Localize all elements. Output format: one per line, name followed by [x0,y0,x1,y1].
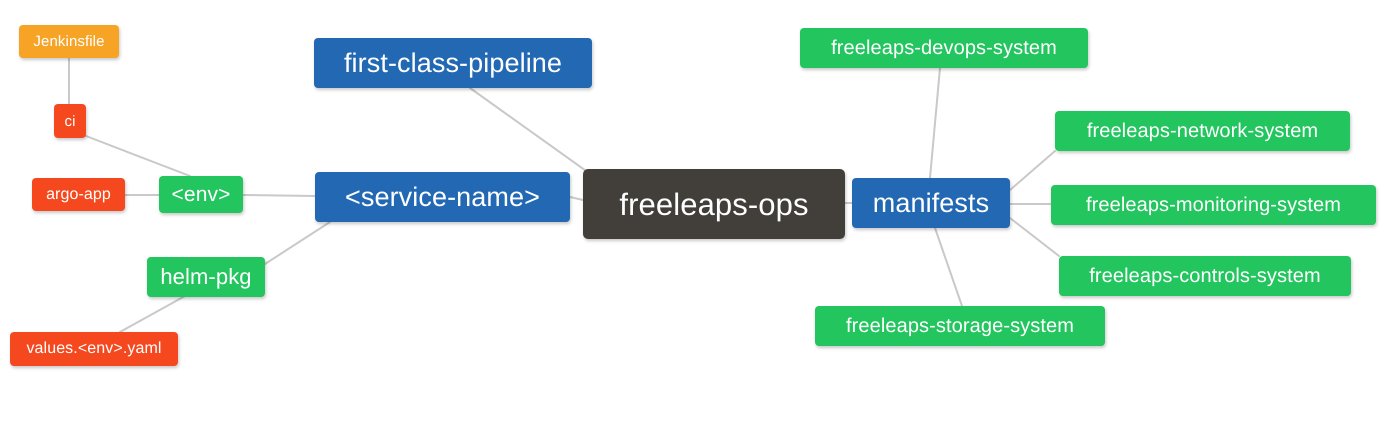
mindmap-node-manifests[interactable]: manifests [852,178,1010,228]
node-label: Jenkinsfile [33,33,105,50]
node-label: freeleaps-devops-system [831,37,1057,59]
edge-service-name-to-env [242,194,316,197]
node-label: <env> [171,183,231,206]
mindmap-node-freeleaps-devops-system[interactable]: freeleaps-devops-system [800,28,1088,68]
mindmap-node-freeleaps-ops[interactable]: freeleaps-ops [583,169,845,239]
edge-env-to-ci [85,135,191,177]
node-label: freeleaps-controls-system [1089,265,1321,287]
edge-service-name-to-helm-pkg [264,221,331,265]
mindmap-node-freeleaps-monitoring-system[interactable]: freeleaps-monitoring-system [1051,185,1376,225]
edge-freeleaps-ops-to-first-class-pipeline [469,87,597,179]
node-label: freeleaps-monitoring-system [1085,194,1341,216]
mindmap-node-ci[interactable]: ci [54,104,86,138]
mindmap-node-helm-pkg[interactable]: helm-pkg [147,257,265,297]
mindmap-node-argo-app[interactable]: argo-app [32,178,125,211]
mindmap-node-service-name[interactable]: <service-name> [315,172,570,222]
node-label: <service-name> [345,181,540,212]
mindmap-node-freeleaps-controls-system[interactable]: freeleaps-controls-system [1059,256,1351,296]
node-label: values.<env>.yaml [26,340,162,357]
mindmap-node-env[interactable]: <env> [159,176,243,213]
node-label: first-class-pipeline [343,47,563,78]
node-label: freeleaps-storage-system [845,315,1075,337]
node-label: ci [64,112,76,130]
node-label: manifests [872,187,990,218]
mindmap-node-first-class-pipeline[interactable]: first-class-pipeline [314,38,592,88]
mindmap-node-values-env-yaml[interactable]: values.<env>.yaml [10,332,178,366]
mindmap-node-freeleaps-storage-system[interactable]: freeleaps-storage-system [815,306,1105,346]
mindmap-node-freeleaps-network-system[interactable]: freeleaps-network-system [1055,111,1350,151]
edge-helm-pkg-to-values-env-yaml [119,295,186,333]
edge-manifests-to-freeleaps-network-system [1009,150,1056,191]
edge-manifests-to-freeleaps-storage-system [934,227,963,307]
edge-manifests-to-freeleaps-devops-system [929,67,941,179]
node-label: freeleaps-network-system [1086,120,1319,142]
node-label: freeleaps-ops [619,186,809,222]
node-label: helm-pkg [160,264,252,289]
node-label: argo-app [46,185,111,203]
mindmap-node-jenkinsfile[interactable]: Jenkinsfile [19,25,119,58]
edge-freeleaps-ops-to-service-name [569,196,584,201]
